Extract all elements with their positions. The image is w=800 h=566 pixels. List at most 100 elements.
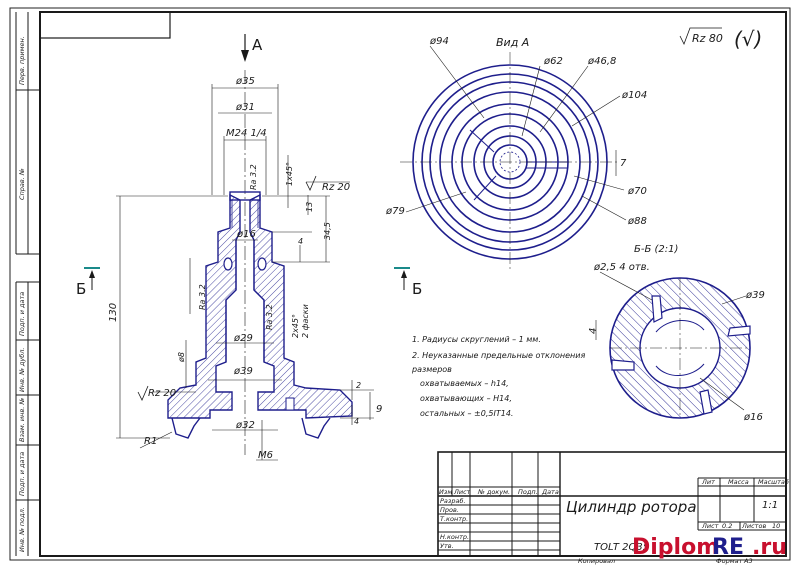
dim-h13: 13 xyxy=(305,202,314,212)
top-left-box xyxy=(39,11,171,39)
radial-hole-right xyxy=(257,257,267,271)
section-arrow-label-a: A xyxy=(252,36,263,54)
dim-d35: ø35 xyxy=(235,76,255,87)
note-line-4: охватываемых – h14, xyxy=(420,379,509,388)
tb-sheet: Лист xyxy=(701,522,719,530)
dim-d70: ø70 xyxy=(627,186,647,197)
foot-right xyxy=(301,417,331,439)
dim-d88: ø88 xyxy=(627,216,647,227)
tb-sheet-value: 0.2 xyxy=(722,522,732,530)
roughness-check: (√) xyxy=(734,27,762,51)
section-bb: Б-Б (2:1) ø2,5 4 отв. ø39 ø16 4 xyxy=(588,244,765,423)
sidebar-label-sprav-no: Справ. № xyxy=(18,168,26,200)
tb-scale-value: 1:1 xyxy=(762,500,778,511)
dim-h130: 130 xyxy=(108,303,119,322)
dim-d104: ø104 xyxy=(621,90,647,101)
dim-d94: ø94 xyxy=(429,36,449,47)
dim-2-chamfers: 2 фаски xyxy=(301,304,310,338)
general-roughness: Rz 80 (√) xyxy=(679,27,762,51)
tb-row-prov: Пров. xyxy=(440,506,459,514)
dim-d39: ø39 xyxy=(233,366,253,377)
dim-ra32-left: Ra 3.2 xyxy=(198,284,207,310)
note-line-5: охватывающих – H14, xyxy=(420,394,512,403)
dimension-lines xyxy=(116,84,374,461)
dim-h4b: 4 xyxy=(354,417,359,426)
dim-d29: ø29 xyxy=(233,333,253,344)
tb-col-podp: Подп. xyxy=(518,488,538,496)
tb-title: Цилиндр ротора xyxy=(566,498,697,516)
left-sidebar xyxy=(15,12,40,556)
note-line-2: 2. Неуказанные предельные отклонения xyxy=(412,351,585,360)
dim-bb-w4: 4 xyxy=(588,328,599,334)
dim-d32: ø32 xyxy=(235,420,255,431)
dim-bb-d39: ø39 xyxy=(745,290,765,301)
dim-chamfer-2x45: 2x45° xyxy=(291,314,300,338)
dim-bb-d16: ø16 xyxy=(743,412,763,423)
sidebar-labels: Перв. примен. Справ. № Подп. и дата Инв.… xyxy=(18,36,26,552)
tb-scale: Масштаб xyxy=(758,478,789,486)
tb-col-data: Дата xyxy=(541,488,559,496)
tb-format: Формат xyxy=(716,557,743,565)
inner-frame xyxy=(39,11,787,557)
dim-d79: ø79 xyxy=(385,206,405,217)
foot-left xyxy=(171,417,201,439)
tb-sheets: Листов xyxy=(741,522,766,530)
tb-copied: Копировал xyxy=(578,557,615,565)
note-line-3: размеров xyxy=(411,365,452,374)
dim-h345: 34,5 xyxy=(323,222,332,240)
watermark-re: RE xyxy=(712,535,744,560)
dim-holes-25: ø2,5 4 отв. xyxy=(593,262,650,273)
title-block: Изм Лист № докум. Подп. Дата Разраб. Про… xyxy=(437,451,789,565)
tb-row-utv: Утв. xyxy=(440,542,454,550)
tb-row-tkontr: Т.контр. xyxy=(440,515,468,523)
tb-col-doc: № докум. xyxy=(477,488,510,496)
dim-rz20-left: Rz 20 xyxy=(148,388,176,399)
sidebar-label-inv-podl: Инв. № подл. xyxy=(18,507,26,552)
tb-row-nkontr: Н.контр. xyxy=(440,533,469,541)
section-mark-b-left: Б xyxy=(76,280,86,298)
dim-r1: R1 xyxy=(144,436,157,447)
dim-d31: ø31 xyxy=(235,102,255,113)
note-line-1: 1. Радиусы скруглений – 1 мм. xyxy=(412,335,541,344)
watermark: Diplom RE .ru xyxy=(632,535,787,560)
tech-notes: 1. Радиусы скруглений – 1 мм. 2. Неуказа… xyxy=(411,335,585,418)
dim-d468: ø46,8 xyxy=(587,56,616,67)
outer-frame xyxy=(9,7,791,561)
dim-ra32-top: Ra 3.2 xyxy=(249,164,258,190)
dim-ra32-right: Ra 3.2 xyxy=(265,304,274,330)
section-bb-title: Б-Б (2:1) xyxy=(634,244,678,255)
flange-hole xyxy=(285,397,295,411)
dim-d16: ø16 xyxy=(236,229,256,240)
sidebar-label-podp-data-1: Подп. и дата xyxy=(18,292,26,336)
top-collar xyxy=(229,191,261,201)
roughness-rz80: Rz 80 xyxy=(692,32,723,45)
tb-mass: Масса xyxy=(728,478,749,486)
dim-m6: M6 xyxy=(258,450,273,461)
tb-doc-code: TOLT 2Q35 xyxy=(594,542,649,553)
dim-d8: ø8 xyxy=(177,352,186,363)
tb-col-izm: Изм xyxy=(439,488,452,496)
tb-sheets-value: 10 xyxy=(772,522,780,530)
dim-chamfer-1x45: 1x45° xyxy=(285,162,294,186)
view-a: Вид А xyxy=(385,36,647,270)
sidebar-label-vzam-inv: Взам. инв. № xyxy=(18,398,26,442)
section-mark-b-right: Б xyxy=(412,280,422,298)
dim-rz20-top: Rz 20 xyxy=(322,182,350,193)
tb-format-value: А3 xyxy=(743,557,753,565)
view-a-title: Вид А xyxy=(496,36,529,49)
sidebar-label-podp-data-2: Подп. и дата xyxy=(18,452,26,496)
note-line-6: остальных – ±0,5IT14. xyxy=(420,409,513,418)
radial-hole-left xyxy=(223,257,233,271)
sidebar-label-perv-primen: Перв. примен. xyxy=(18,36,26,85)
inner-bore xyxy=(225,240,265,362)
watermark-diplom: Diplom xyxy=(632,535,719,560)
tb-row-razrab: Разраб. xyxy=(440,497,466,505)
dim-h4a: 4 xyxy=(298,237,303,246)
watermark-ru: .ru xyxy=(752,535,787,560)
sidebar-label-inv-dubl: Инв. № дубл. xyxy=(18,348,26,392)
tb-lit: Лит xyxy=(701,478,715,486)
dim-h9: 9 xyxy=(376,404,382,415)
main-section-view: A Б Б ø35 ø31 M24 1/4 Ra 3.2 ø16 Ra 3.2 … xyxy=(76,34,422,461)
dim-w7: 7 xyxy=(620,158,627,169)
